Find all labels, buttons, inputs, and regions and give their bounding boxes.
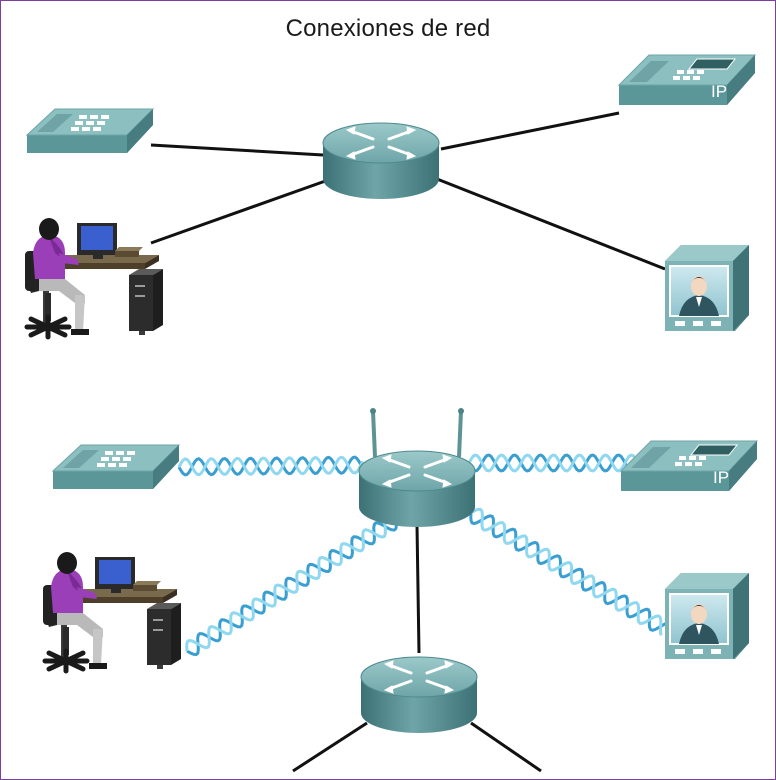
wireless-signal-wave <box>467 453 643 473</box>
phone-icon <box>26 108 154 154</box>
user-workstation-icon <box>43 552 181 671</box>
wireless-signal-wave <box>186 517 398 657</box>
wireless-signal-wave <box>177 455 365 477</box>
wireless-signal-wave <box>469 512 670 632</box>
wireless-signal-wave <box>177 455 365 477</box>
ip-phone-icon: IP <box>618 54 756 106</box>
wireless-signal-wave <box>470 507 663 636</box>
wireless-links <box>177 453 670 657</box>
ip-phone-icon: IP <box>620 440 758 492</box>
user-workstation-icon <box>25 218 163 337</box>
wired-links <box>150 111 666 271</box>
video-terminal-icon <box>664 572 750 660</box>
diagram-title: Conexiones de red <box>285 15 491 42</box>
wireless-router-icon <box>357 408 477 529</box>
ip-label: IP <box>711 82 727 101</box>
phone-icon <box>52 444 180 490</box>
router-icon <box>359 655 479 735</box>
wireless-signal-wave <box>185 514 399 652</box>
video-terminal-icon <box>664 244 750 332</box>
ip-label: IP <box>713 468 729 487</box>
wired-uplink <box>292 524 542 773</box>
router-icon <box>321 121 441 201</box>
